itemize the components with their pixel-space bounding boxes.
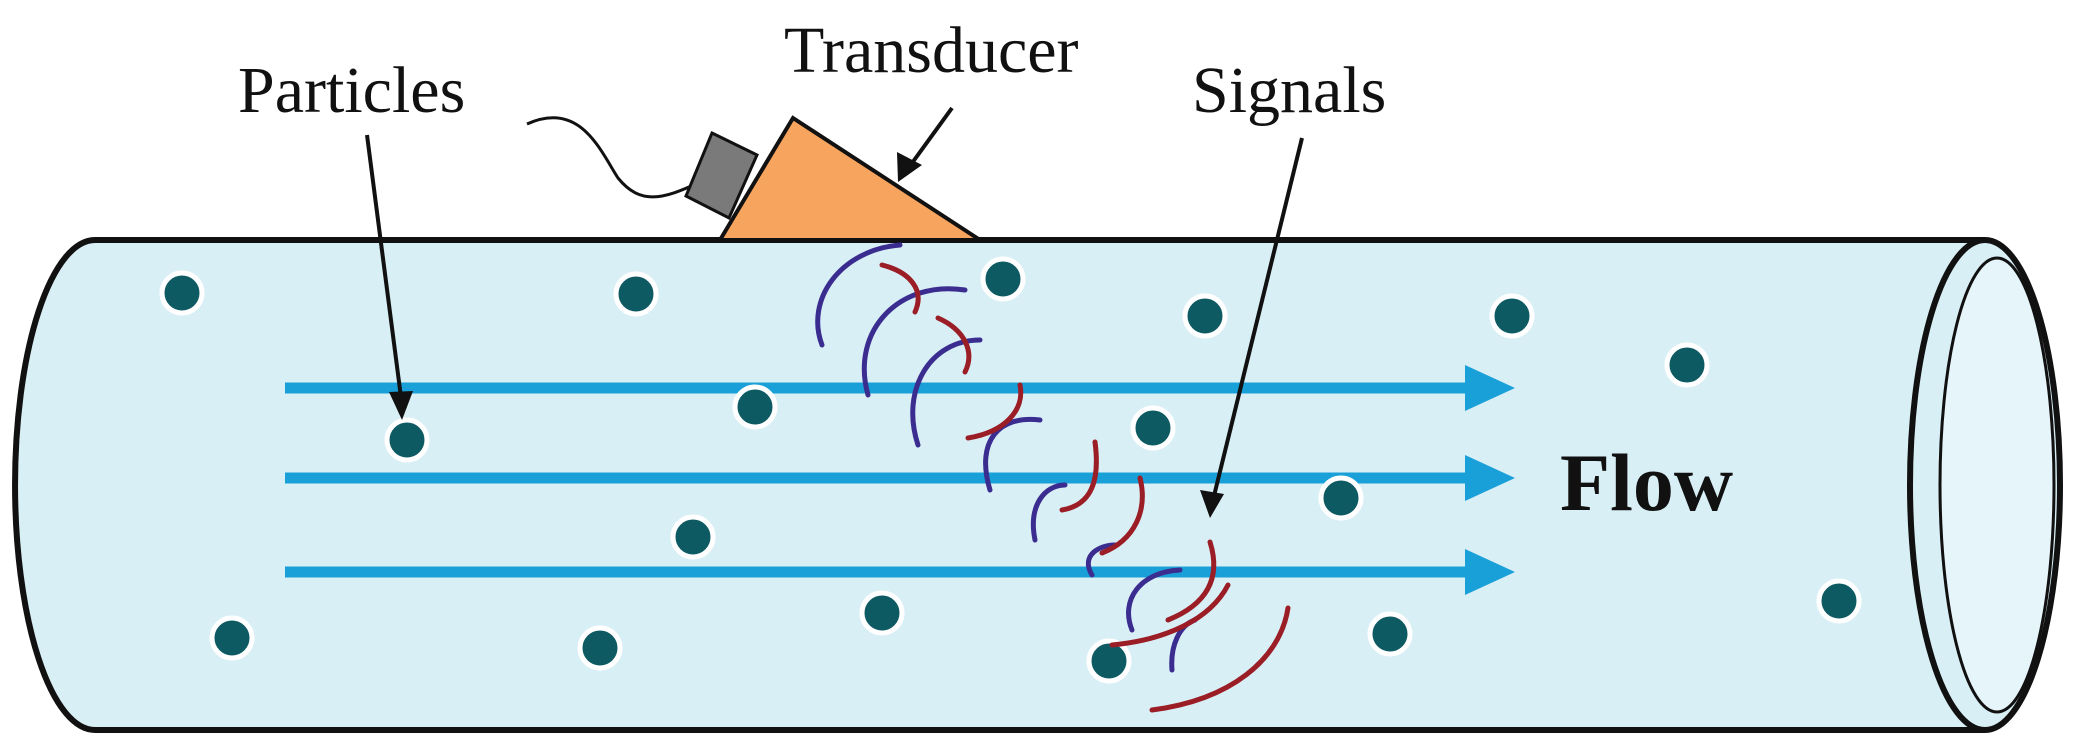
particle xyxy=(209,615,255,661)
particles-pointer xyxy=(365,134,413,420)
signal-wave xyxy=(935,315,972,375)
label-signals: Signals xyxy=(1192,54,1386,127)
label-particles: Particles xyxy=(238,54,465,127)
signal-wave xyxy=(1126,567,1183,633)
annotation-pointers xyxy=(365,106,1304,518)
particle xyxy=(732,384,778,430)
particle xyxy=(980,256,1026,302)
particle xyxy=(159,270,205,316)
flow-arrow xyxy=(285,455,1515,501)
particle xyxy=(1664,342,1710,388)
label-transducer: Transducer xyxy=(784,14,1079,87)
transducer-body xyxy=(716,115,987,242)
label-flow: Flow xyxy=(1560,437,1733,528)
pipe-body xyxy=(12,237,1985,733)
transducer-cable xyxy=(526,116,701,199)
signal-wave xyxy=(1109,582,1231,648)
signal-waves xyxy=(815,242,1291,713)
particle xyxy=(1816,578,1862,624)
flow-arrow xyxy=(285,549,1515,595)
particles xyxy=(159,256,1862,684)
signal-wave xyxy=(1031,482,1068,543)
particle xyxy=(670,514,716,560)
particle xyxy=(577,625,623,671)
flow-arrows xyxy=(285,365,1515,595)
signal-wave xyxy=(1059,439,1099,513)
pipe-end-inner-rim xyxy=(1938,256,2056,714)
signal-wave xyxy=(965,382,1024,441)
signals-pointer xyxy=(1200,137,1304,518)
transducer-connector xyxy=(684,130,759,221)
particle xyxy=(1489,293,1535,339)
particle xyxy=(1367,611,1413,657)
transducer-pointer xyxy=(897,106,954,182)
particle xyxy=(384,417,430,463)
signal-wave xyxy=(861,286,968,398)
particle xyxy=(613,271,659,317)
particle xyxy=(1086,638,1132,684)
particle xyxy=(1130,405,1176,451)
signal-wave xyxy=(983,416,1043,493)
transducer xyxy=(526,115,987,242)
particle xyxy=(859,590,905,636)
signal-wave xyxy=(1085,542,1118,578)
signal-wave xyxy=(1149,605,1291,713)
signal-wave xyxy=(815,242,903,348)
pipe xyxy=(12,237,2063,733)
flow-arrow xyxy=(285,365,1515,411)
signal-wave xyxy=(1099,475,1145,556)
particle xyxy=(1318,475,1364,521)
particle xyxy=(1182,293,1228,339)
signal-wave xyxy=(1165,539,1217,623)
signal-wave xyxy=(879,262,921,315)
